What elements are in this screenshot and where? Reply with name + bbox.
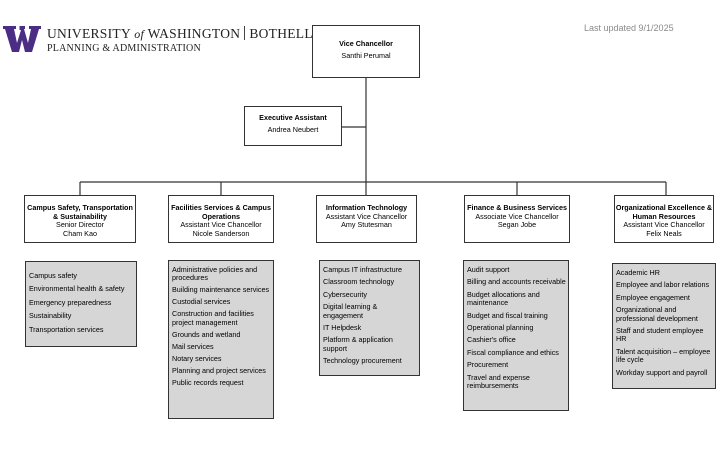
service-item: Campus safety bbox=[29, 271, 77, 280]
service-item: Technology procurement bbox=[323, 356, 402, 366]
person-name: Nicole Sanderson bbox=[192, 228, 250, 238]
service-item: Employee engagement bbox=[616, 292, 690, 302]
service-item: Classroom technology bbox=[323, 277, 395, 287]
service-item: IT Helpdesk bbox=[323, 323, 362, 333]
service-item: Environmental health & safety bbox=[29, 284, 125, 294]
service-item: Billing and accounts receivable bbox=[467, 277, 566, 287]
dept-role: Senior Director bbox=[56, 220, 104, 230]
service-item: Workday support and payroll bbox=[616, 367, 708, 377]
service-item: Campus IT infrastructure bbox=[323, 265, 402, 274]
uw-w-logo-icon bbox=[3, 26, 41, 52]
service-item: Travel and expense reimbursements bbox=[467, 372, 530, 391]
service-item: Budget and fiscal training bbox=[467, 310, 548, 320]
dept-title: Organizational Excellence & Human Resour… bbox=[615, 203, 713, 221]
service-item: Public records request bbox=[172, 377, 244, 387]
dept-box-finance: Finance & Business Services Associate Vi… bbox=[464, 195, 570, 243]
service-item: Digital learning & engagement bbox=[323, 302, 378, 320]
person-name: Felix Neals bbox=[646, 228, 682, 238]
dept-role: Assistant Vice Chancellor bbox=[325, 211, 408, 221]
executive-assistant-box: Executive Assistant Andrea Neubert bbox=[244, 106, 342, 146]
service-item: Cybersecurity bbox=[323, 289, 367, 299]
dept-box-human-resources: Organizational Excellence & Human Resour… bbox=[614, 195, 714, 243]
service-item: Construction and facilities project mana… bbox=[172, 309, 254, 327]
service-item: Employee and labor relations bbox=[616, 280, 710, 290]
service-item: Procurement bbox=[467, 360, 509, 370]
dept-title: Campus Safety, Transportation & Sustaina… bbox=[27, 203, 133, 221]
service-item: Sustainability bbox=[29, 311, 72, 321]
service-item: Administrative policies and procedures bbox=[172, 265, 258, 283]
services-list-campus-safety: Campus safety Environmental health & saf… bbox=[25, 261, 137, 347]
service-item: Platform & application support bbox=[323, 335, 393, 353]
person-name: Santhi Perumal bbox=[341, 50, 391, 60]
service-item: Notary services bbox=[172, 353, 222, 363]
position-title: Vice Chancellor bbox=[339, 39, 393, 48]
service-item: Cashier's office bbox=[467, 335, 516, 345]
dept-title: Information Technology bbox=[325, 203, 408, 212]
services-list-information-technology: Campus IT infrastructure Classroom techn… bbox=[319, 260, 420, 376]
service-item: Operational planning bbox=[467, 323, 534, 333]
service-item: Custodial services bbox=[172, 297, 231, 307]
services-list-facilities: Administrative policies and procedures B… bbox=[168, 260, 274, 419]
service-item: Grounds and wetland bbox=[172, 329, 241, 339]
service-item: Mail services bbox=[172, 341, 214, 351]
logo-unit-name: PLANNING & ADMINISTRATION bbox=[47, 43, 201, 54]
service-item: Organizational and professional developm… bbox=[616, 305, 698, 323]
dept-box-campus-safety: Campus Safety, Transportation & Sustaina… bbox=[24, 195, 136, 243]
dept-box-information-technology: Information Technology Assistant Vice Ch… bbox=[316, 195, 417, 243]
dept-box-facilities: Facilities Services & Campus Operations … bbox=[168, 195, 274, 243]
dept-title: Facilities Services & Campus Operations bbox=[171, 203, 271, 221]
vice-chancellor-box: Vice Chancellor Santhi Perumal bbox=[312, 25, 420, 78]
service-item: Budget allocations and maintenance bbox=[467, 289, 540, 308]
dept-role: Associate Vice Chancellor bbox=[475, 211, 559, 221]
position-title: Executive Assistant bbox=[259, 113, 327, 122]
services-list-human-resources: Academic HR Employee and labor relations… bbox=[612, 263, 716, 389]
dept-role: Assistant Vice Chancellor bbox=[623, 220, 705, 230]
dept-title: Finance & Business Services bbox=[467, 203, 567, 212]
service-item: Audit support bbox=[467, 265, 510, 274]
last-updated: Last updated 9/1/2025 bbox=[584, 23, 674, 33]
services-list-finance: Audit support Billing and accounts recei… bbox=[463, 260, 569, 411]
service-item: Talent acquisition – employee life cycle bbox=[616, 346, 711, 365]
service-item: Fiscal compliance and ethics bbox=[467, 347, 559, 357]
service-item: Transportation services bbox=[29, 324, 104, 334]
service-item: Staff and student employee HR bbox=[616, 326, 704, 344]
dept-role: Assistant Vice Chancellor bbox=[180, 220, 262, 230]
person-name: Andrea Neubert bbox=[267, 124, 319, 134]
service-item: Planning and project services bbox=[172, 365, 266, 375]
person-name: Amy Stutesman bbox=[341, 220, 392, 230]
service-item: Building maintenance services bbox=[172, 285, 270, 295]
service-item: Emergency preparedness bbox=[29, 297, 112, 307]
service-item: Academic HR bbox=[616, 268, 660, 277]
person-name: Segan Jobe bbox=[497, 220, 537, 230]
person-name: Cham Kao bbox=[63, 228, 97, 238]
